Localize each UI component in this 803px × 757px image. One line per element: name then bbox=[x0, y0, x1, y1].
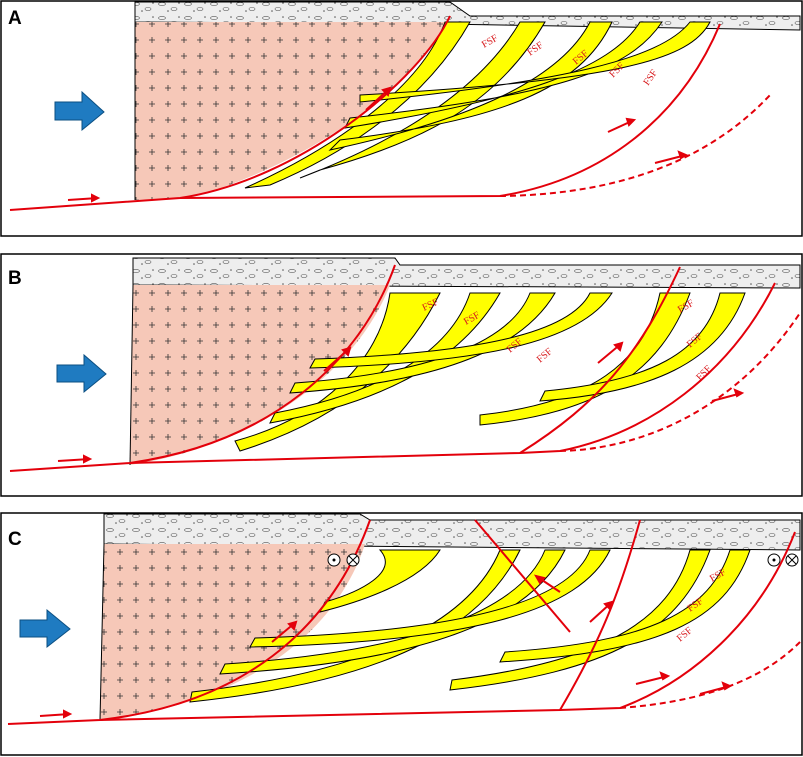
panel-frame bbox=[0, 0, 803, 237]
cross-section-a: A FSF FSF FSF FSF FSF bbox=[0, 0, 803, 237]
out-of-page-symbol-icon bbox=[327, 553, 341, 567]
into-page-symbol-icon bbox=[785, 553, 799, 567]
panel-frame bbox=[0, 512, 803, 756]
compression-arrow-icon bbox=[54, 90, 105, 132]
formation-label: FSF bbox=[480, 33, 500, 51]
layered-sequence bbox=[189, 549, 751, 703]
cross-section-c: C FSF FSF FSF bbox=[0, 512, 803, 756]
formation-label: FSF bbox=[694, 363, 714, 383]
out-of-page-symbol-icon bbox=[767, 553, 781, 567]
panel-c: C FSF FSF FSF bbox=[0, 512, 803, 757]
layered-sequence bbox=[234, 292, 746, 452]
panel-label: C bbox=[8, 529, 22, 550]
compression-arrow-icon bbox=[56, 353, 107, 394]
panel-b: B FSF FSF FSF FSF FSF FSF FSF bbox=[0, 253, 803, 498]
faults bbox=[9, 15, 771, 211]
layered-sequence bbox=[244, 21, 711, 189]
formation-label: FSF bbox=[641, 67, 660, 87]
cross-section-b: B FSF FSF FSF FSF FSF FSF FSF bbox=[0, 253, 803, 497]
faults bbox=[9, 264, 801, 472]
panel-label: A bbox=[8, 8, 22, 29]
panel-label: B bbox=[8, 268, 22, 289]
formation-label: FSF bbox=[535, 346, 555, 365]
panel-a: A FSF FSF FSF FSF FSF bbox=[0, 0, 803, 240]
compression-arrow-icon bbox=[19, 608, 71, 649]
gravel-cover bbox=[132, 257, 801, 289]
panel-frame bbox=[0, 253, 803, 497]
into-page-symbol-icon bbox=[346, 553, 360, 567]
